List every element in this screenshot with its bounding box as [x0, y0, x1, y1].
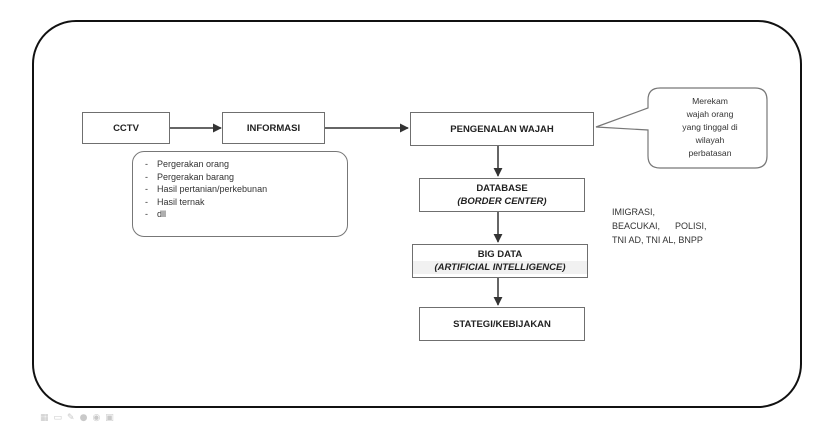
list-item: Hasil ternak: [145, 196, 341, 209]
node-pengenalan-label: PENGENALAN WAJAH: [450, 123, 554, 135]
node-pengenalan-wajah: PENGENALAN WAJAH: [410, 112, 594, 146]
camera-icon[interactable]: ◉: [92, 413, 101, 423]
callout-text: Merekam wajah orang yang tinggal di wila…: [655, 95, 765, 160]
node-cctv-label: CCTV: [113, 122, 139, 134]
node-bigdata-title: BIG DATA: [477, 249, 523, 260]
list-item: Pergerakan barang: [145, 171, 341, 184]
callout-line: perbatasan: [688, 148, 732, 158]
informasi-detail-list: Pergerakan orang Pergerakan barang Hasil…: [132, 151, 348, 237]
circle-icon[interactable]: ●: [79, 413, 88, 423]
list-item: Hasil pertanian/perkebunan: [145, 183, 341, 196]
node-bigdata-subtitle: (ARTIFICIAL INTELLIGENCE): [413, 261, 587, 274]
agencies-line: TNI AD, TNI AL, BNPP: [612, 235, 703, 245]
list-item: dll: [145, 208, 341, 221]
grid-icon[interactable]: ▦: [40, 413, 49, 423]
callout-line: Merekam: [692, 96, 728, 106]
callout-line: wilayah: [695, 135, 725, 145]
node-database-subtitle: (BORDER CENTER): [457, 196, 547, 207]
node-informasi: INFORMASI: [222, 112, 325, 144]
agencies-text: IMIGRASI, BEACUKAI, POLISI, TNI AD, TNI …: [612, 205, 742, 247]
node-database-title: DATABASE: [476, 183, 528, 194]
pager-icon[interactable]: ▭: [53, 413, 63, 423]
node-big-data: BIG DATA (ARTIFICIAL INTELLIGENCE): [412, 244, 588, 278]
agencies-line: BEACUKAI, POLISI,: [612, 221, 707, 231]
callout-bubble: [595, 87, 768, 169]
callout-line: yang tinggal di: [682, 122, 738, 132]
node-cctv: CCTV: [82, 112, 170, 144]
agencies-line: IMIGRASI,: [612, 207, 656, 217]
monitor-icon[interactable]: ▣: [105, 413, 114, 423]
node-informasi-label: INFORMASI: [246, 122, 301, 134]
diagram-frame: [32, 20, 802, 408]
node-database: DATABASE (BORDER CENTER): [419, 178, 585, 212]
list-item: Pergerakan orang: [145, 158, 341, 171]
slide-toolbar: ▦ ▭ ✎ ● ◉ ▣: [40, 413, 114, 423]
callout-line: wajah orang: [686, 109, 734, 119]
node-strategi-label: STATEGI/KEBIJAKAN: [453, 318, 551, 330]
node-strategi: STATEGI/KEBIJAKAN: [419, 307, 585, 341]
pen-icon[interactable]: ✎: [67, 413, 75, 423]
